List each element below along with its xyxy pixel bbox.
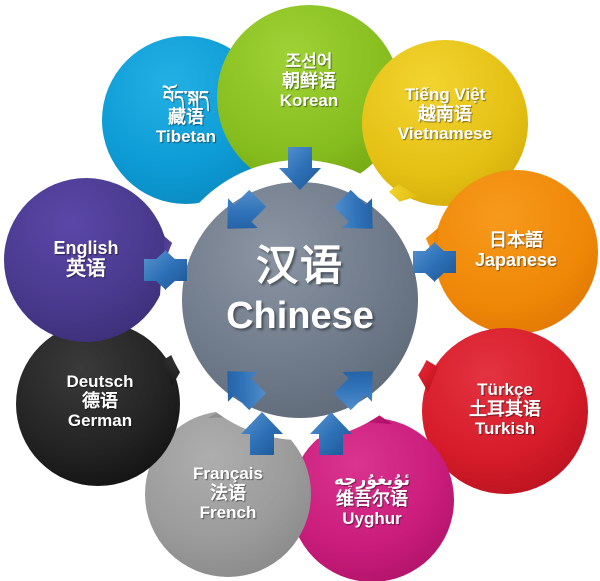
petal-shape-korean[interactable]: [216, 4, 401, 190]
arrow-uyghur-to-center: [310, 412, 352, 455]
arrow-vietnamese-to-center: [333, 189, 373, 229]
arrow-english-to-center: [144, 250, 187, 290]
arrow-japanese-to-center: [413, 242, 456, 282]
arrows: [144, 147, 456, 455]
petal-shape-english[interactable]: [4, 178, 168, 342]
petal-shape-turkish[interactable]: [422, 328, 588, 494]
petal-shape-japanese[interactable]: [434, 170, 598, 334]
petal-shape-vietnamese[interactable]: [362, 40, 528, 206]
petal-shape-uyghur[interactable]: [290, 418, 454, 581]
arrow-tibetan-to-center: [227, 189, 267, 229]
center-circle[interactable]: [182, 182, 418, 418]
arrow-turkish-to-center: [333, 371, 373, 411]
arrow-korean-to-center: [279, 147, 321, 190]
arrow-german-to-center: [227, 371, 267, 411]
arrow-french-to-center: [241, 412, 283, 455]
petal-shape-german[interactable]: [15, 321, 181, 487]
